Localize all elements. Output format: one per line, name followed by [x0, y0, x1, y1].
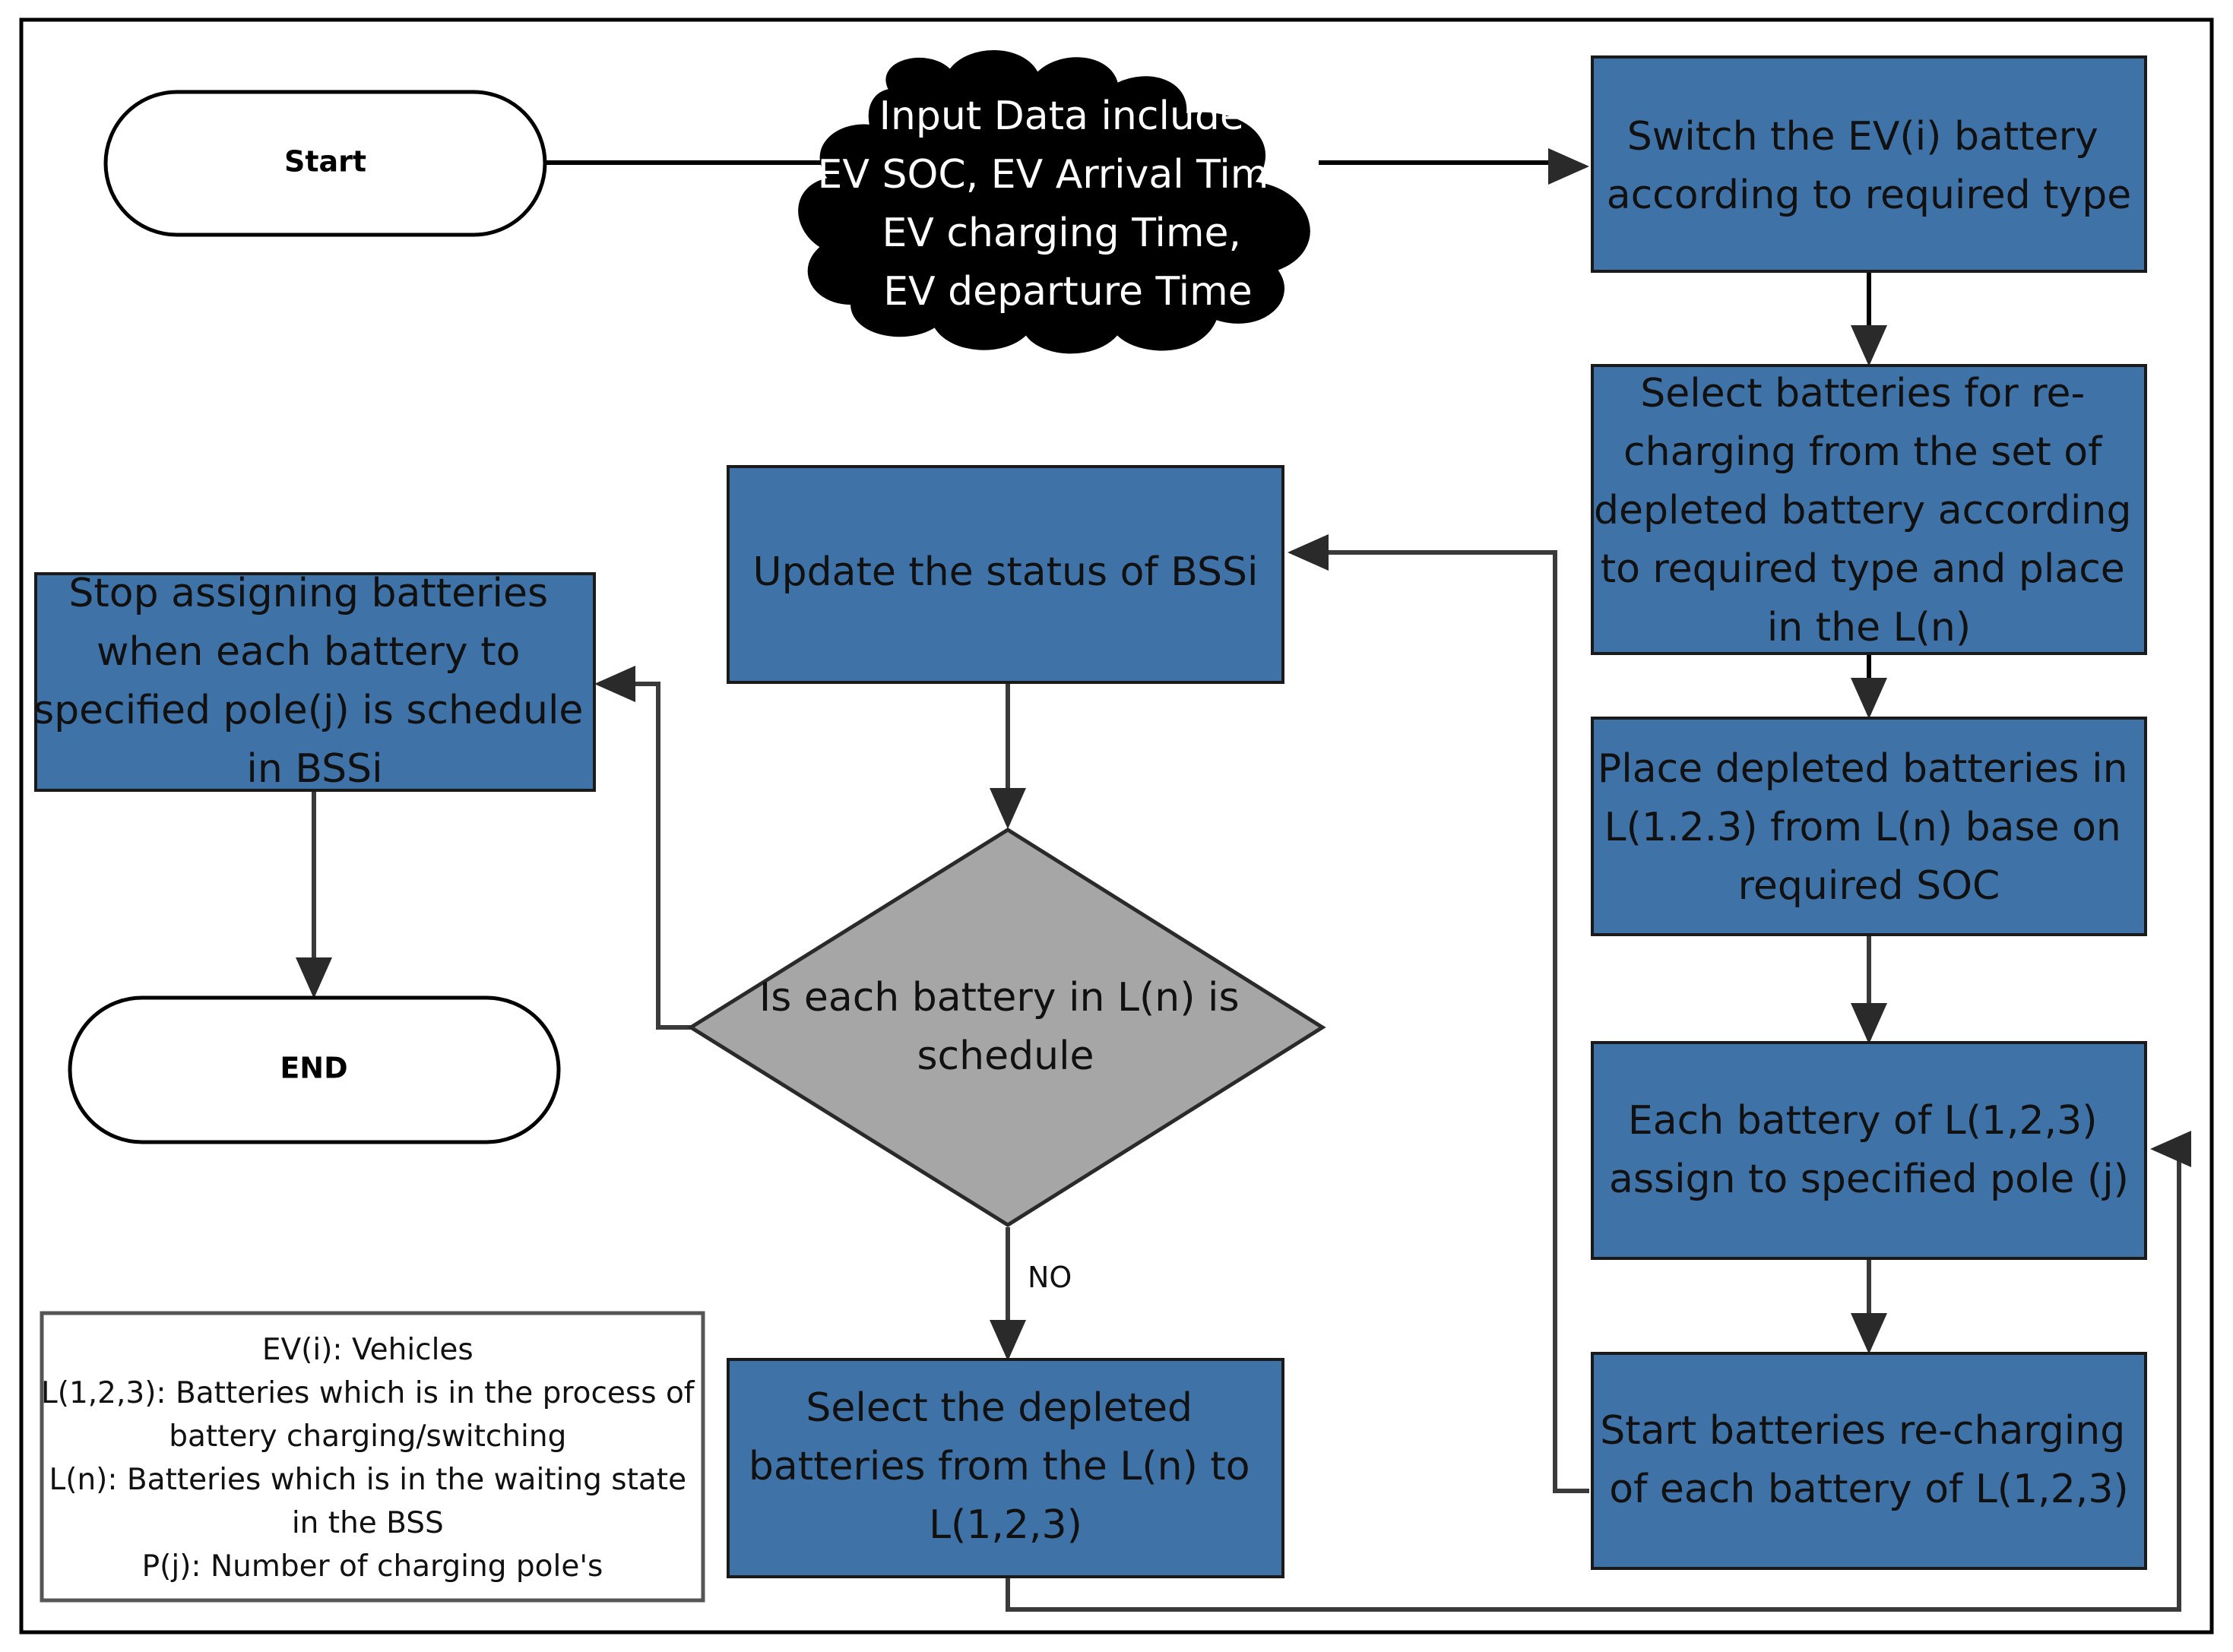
decision-no-label: NO: [1028, 1261, 1072, 1294]
start-recharge-line-2: of each battery of L(1,2,3): [1609, 1467, 2128, 1512]
legend-line-6: P(j): Number of charging pole's: [142, 1549, 603, 1584]
start-terminal: Start: [103, 90, 547, 237]
update-status-box: Update the status of BSSi: [727, 465, 1284, 684]
place-line-3: required SOC: [1738, 863, 2000, 909]
diagram-frame: [19, 17, 2214, 1635]
stop-line-1: Stop assigning batteries: [68, 571, 548, 616]
select-recharge-line-3: depleted battery according: [1594, 488, 2131, 533]
legend-box: EV(i): Vehicles L(1,2,3): Batteries whic…: [40, 1311, 705, 1603]
input-data-cloud: Input Data include EV SOC, EV Arrival Ti…: [798, 50, 1318, 354]
end-terminal: END: [68, 995, 561, 1144]
assign-line-2: assign to specified pole (j): [1609, 1157, 2129, 1202]
stop-line-2: when each battery to: [97, 629, 520, 675]
decision-diamond: Is each battery in L(n) is schedule: [687, 828, 1326, 1227]
input-line-2: EV SOC, EV Arrival Time,: [817, 152, 1305, 198]
select-recharge-line-1: Select batteries for re-: [1640, 371, 2085, 416]
connector-start-recharge-to-update: [1288, 534, 1589, 1493]
svg-text:EV(i): Vehicles L(1,2,3): EV(i): Vehicles L(1,2,3): Batteries whic…: [41, 1333, 704, 1584]
select-depleted-box: Select the depleted batteries from the L…: [727, 1358, 1284, 1578]
decision-line-1: Is each battery in L(n) is: [759, 975, 1240, 1021]
legend-line-5: in the BSS: [292, 1506, 444, 1540]
svg-text:Start batteries re-charging: Start batteries re-charging of each batt…: [1600, 1408, 2137, 1512]
switch-line-2: according to required type: [1607, 172, 2132, 218]
legend-line-4: L(n): Batteries which is in the waiting …: [49, 1463, 687, 1497]
input-line-1: Input Data include: [879, 93, 1244, 139]
select-recharge-line-2: charging from the set of: [1623, 429, 2103, 475]
assign-pole-box: Each battery of L(1,2,3) assign to speci…: [1591, 1041, 2147, 1260]
start-recharge-line-1: Start batteries re-charging: [1600, 1408, 2125, 1454]
update-line-1: Update the status of BSSi: [753, 549, 1259, 595]
svg-text:Stop assigning batteries: Stop assigning batteries when each batte…: [33, 571, 596, 792]
stop-line-4: in BSSi: [246, 746, 382, 792]
svg-text:Select batteries for re-: Select batteries for re- charging from t…: [1594, 371, 2144, 650]
stop-line-3: specified pole(j) is schedule: [33, 688, 583, 733]
input-line-4: EV departure Time: [883, 269, 1253, 315]
start-recharge-box: Start batteries re-charging of each batt…: [1591, 1352, 2147, 1570]
svg-text:Each battery of L(1,2,3): Each battery of L(1,2,3) assign to speci…: [1609, 1098, 2129, 1202]
place-depleted-box: Place depleted batteries in L(1.2.3) fro…: [1591, 717, 2147, 936]
connector-select-depleted-to-assign: [1006, 1131, 2191, 1612]
select-recharge-line-5: in the L(n): [1767, 605, 1971, 650]
switch-battery-box: Switch the EV(i) battery according to re…: [1591, 55, 2147, 273]
assign-line-1: Each battery of L(1,2,3): [1628, 1098, 2098, 1144]
svg-text:Is each battery in L(n) is: Is each battery in L(n) is schedule: [759, 975, 1252, 1079]
select-depleted-line-2: batteries from the L(n) to: [749, 1444, 1250, 1489]
svg-text:Place depleted batteries in: Place depleted batteries in L(1.2.3) fro…: [1598, 746, 2140, 909]
select-depleted-line-3: L(1,2,3): [929, 1502, 1082, 1548]
place-line-2: L(1.2.3) from L(n) base on: [1604, 805, 2121, 850]
switch-line-1: Switch the EV(i) battery: [1627, 114, 2098, 160]
connector-decision-to-stop: [594, 666, 691, 1030]
legend-line-1: EV(i): Vehicles: [262, 1333, 474, 1367]
stop-assigning-box: Stop assigning batteries when each batte…: [33, 571, 596, 792]
end-label: END: [280, 1052, 347, 1085]
svg-text:Input Data include EV SO: Input Data include EV SOC, EV Arrival Ti…: [817, 93, 1318, 315]
start-label: Start: [284, 145, 366, 179]
select-recharge-box: Select batteries for re- charging from t…: [1591, 364, 2147, 655]
svg-text:Switch the EV(i) battery: Switch the EV(i) battery according to re…: [1607, 114, 2132, 218]
place-line-1: Place depleted batteries in: [1598, 746, 2128, 792]
decision-line-2: schedule: [917, 1033, 1094, 1079]
select-depleted-line-1: Select the depleted: [806, 1385, 1193, 1431]
legend-line-3: battery charging/switching: [169, 1419, 566, 1454]
connector-input-to-switch: [1319, 148, 1589, 185]
select-recharge-line-4: to required type and place: [1601, 546, 2125, 592]
legend-line-2: L(1,2,3): Batteries which is in the proc…: [41, 1376, 695, 1410]
input-line-3: EV charging Time,: [882, 210, 1241, 256]
svg-text:Select the depleted batt: Select the depleted batteries from the L…: [749, 1385, 1262, 1548]
connectors: [296, 148, 2191, 1612]
